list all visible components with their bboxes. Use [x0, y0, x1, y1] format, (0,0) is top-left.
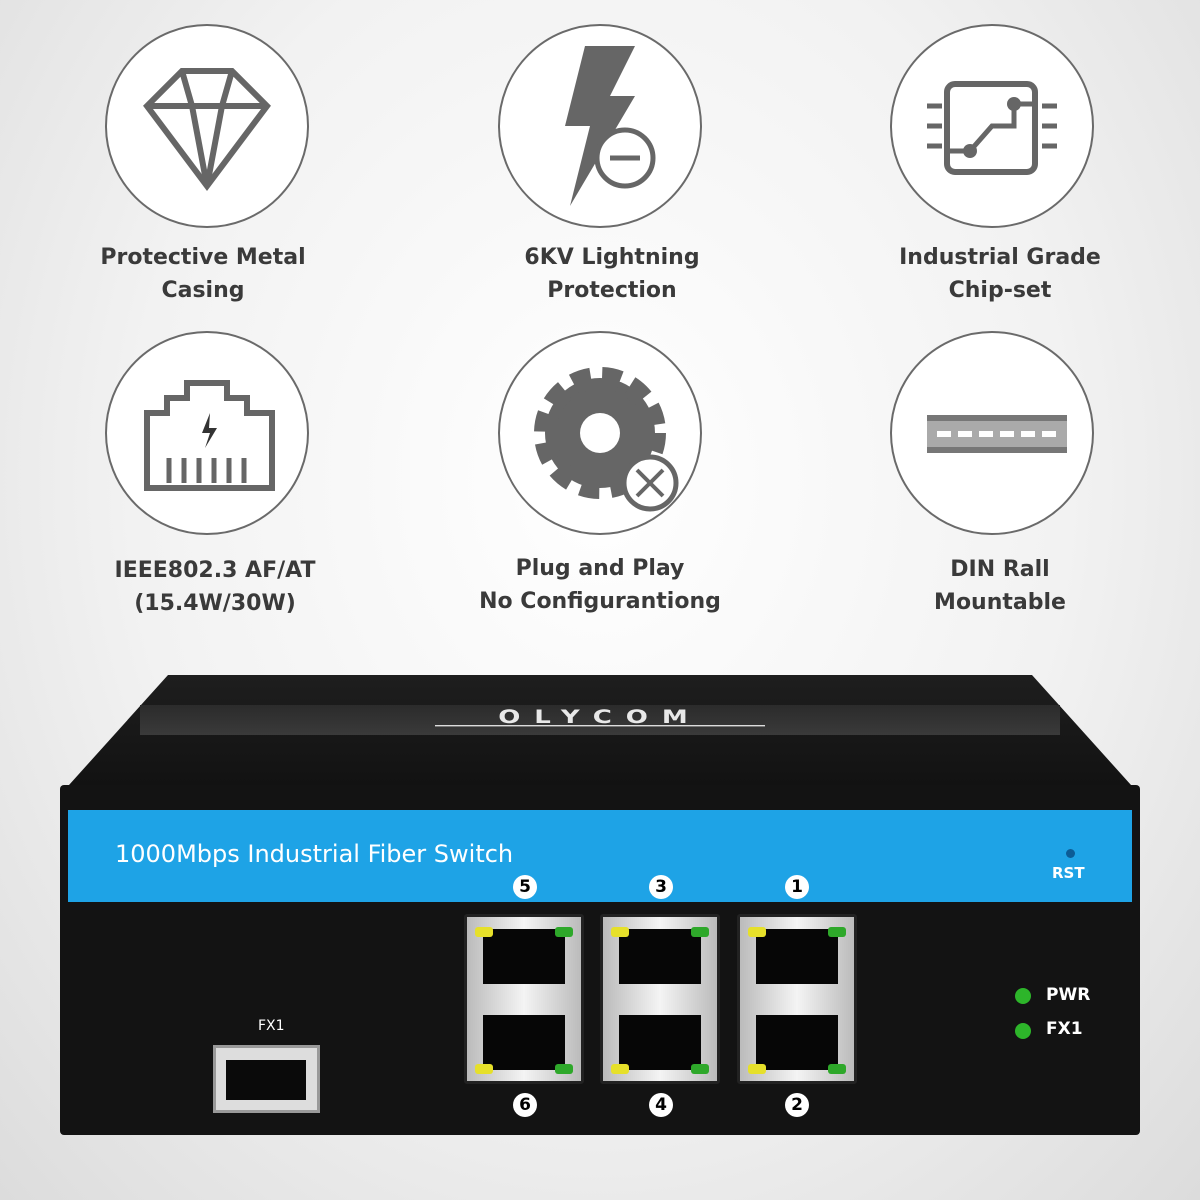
port-number: 1: [785, 875, 809, 899]
diamond-icon: [105, 24, 309, 228]
lightning-minus-icon: [498, 24, 702, 228]
port-number: 2: [785, 1093, 809, 1117]
pwr-led: [1015, 988, 1031, 1004]
port-number: 3: [649, 875, 673, 899]
chip-icon: [890, 24, 1094, 228]
reset-label: RST: [1052, 864, 1085, 882]
rj45-port-group[interactable]: [737, 914, 857, 1084]
switch-chassis-top: [60, 675, 1140, 795]
port-number: 6: [513, 1093, 537, 1117]
device-title: 1000Mbps Industrial Fiber Switch: [115, 840, 514, 868]
label-band: [68, 810, 1132, 902]
fx1-status-label: FX1: [1046, 1019, 1083, 1039]
port-number: 5: [513, 875, 537, 899]
din-rail-icon: [890, 331, 1094, 535]
fx1-led: [1015, 1023, 1031, 1039]
reset-button[interactable]: [1066, 849, 1075, 858]
sfp-label: FX1: [258, 1018, 285, 1034]
port-number: 4: [649, 1093, 673, 1117]
brand-logo: OLYCOM: [435, 708, 765, 726]
feature-label: IEEE802.3 AF/AT(15.4W/30W): [114, 558, 316, 616]
sfp-port[interactable]: [213, 1045, 320, 1113]
rj45-port-group[interactable]: [464, 914, 584, 1084]
gear-cross-icon: [498, 331, 702, 535]
rj45-poe-icon: [105, 331, 309, 535]
rj45-port-group[interactable]: [600, 914, 720, 1084]
pwr-label: PWR: [1046, 985, 1091, 1005]
chassis-band: [140, 705, 1060, 735]
